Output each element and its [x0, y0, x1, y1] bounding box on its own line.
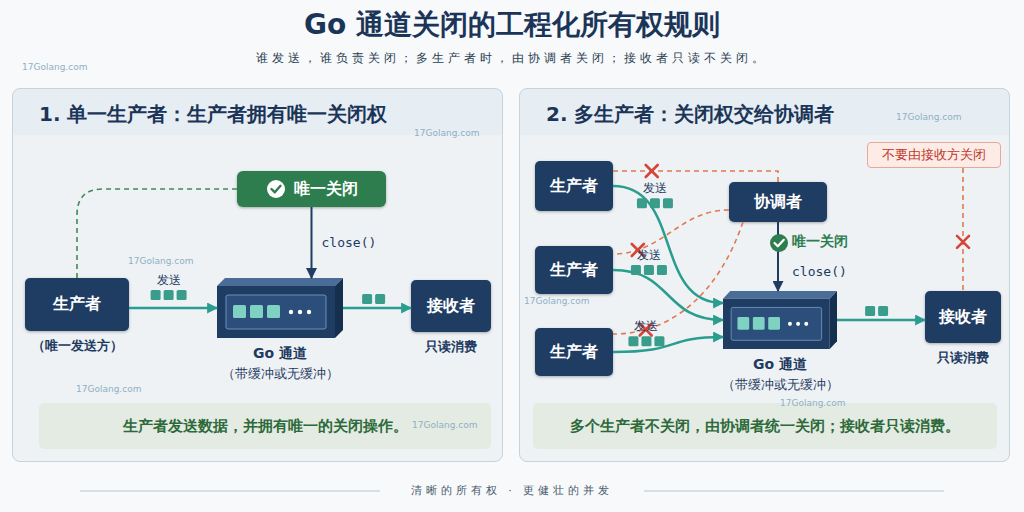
- connector: [343, 307, 411, 310]
- watermark: 17Golang.com: [76, 384, 141, 394]
- channel-name: Go 通道: [253, 345, 307, 363]
- panel: 2. 多生产者：关闭权交给协调者不要由接收方关闭生产者协调者生产者生产者Go 通…: [519, 88, 1010, 462]
- data-token: [657, 265, 667, 275]
- box-note: 只读消费: [937, 349, 989, 367]
- channel-note: （带缓冲或无缓冲）: [222, 365, 339, 383]
- warning-box: 不要由接收方关闭: [867, 142, 1001, 168]
- edge-label: close(): [792, 264, 847, 279]
- producer-box: 生产者: [535, 161, 613, 211]
- channel-shape: [723, 291, 837, 349]
- data-token: [641, 336, 651, 346]
- data-token: [865, 306, 875, 316]
- data-token: [375, 294, 385, 304]
- cross-mark: [646, 165, 658, 177]
- box-note: （唯一发送方）: [32, 337, 123, 355]
- data-token: [654, 336, 664, 346]
- channel-note: （带缓冲或无缓冲）: [722, 376, 839, 394]
- title: Go 通道关闭的工程化所有权规则: [0, 6, 1024, 44]
- connector: [837, 319, 925, 322]
- edge-label: 发送: [157, 272, 181, 289]
- coordinator-box: 协调者: [729, 182, 827, 222]
- box-label: 生产者: [550, 260, 598, 281]
- edge-label: 发送: [634, 318, 658, 335]
- data-token: [177, 290, 187, 300]
- box-label: 唯一关闭: [294, 179, 358, 200]
- check-icon: [266, 179, 286, 199]
- data-token: [151, 290, 161, 300]
- close-note: 唯一关闭: [792, 233, 848, 251]
- channel-shape: [217, 278, 343, 338]
- watermark: 17Golang.com: [412, 420, 477, 430]
- box-label: 生产者: [550, 342, 598, 363]
- receiver-box: 接收者只读消费: [925, 291, 1001, 343]
- connector: [962, 168, 964, 291]
- receiver-box: 接收者只读消费: [411, 280, 491, 332]
- warning-text: 不要由接收方关闭: [882, 146, 986, 164]
- close-badge: 唯一关闭: [237, 171, 386, 207]
- data-token: [644, 265, 654, 275]
- footer-caption: 清晰的所有权 · 更健壮的并发: [0, 483, 1024, 498]
- data-token: [878, 306, 888, 316]
- connector: [613, 171, 778, 182]
- connector: [777, 222, 779, 291]
- note-box: 多个生产者不关闭，由协调者统一关闭；接收者只读消费。: [533, 403, 997, 449]
- box-label: 协调者: [754, 192, 802, 213]
- footer-rule: [644, 491, 944, 492]
- producer-box: 生产者: [535, 328, 613, 376]
- connector: [613, 270, 723, 320]
- cross-mark: [957, 236, 969, 248]
- connector: [613, 210, 729, 254]
- watermark: 17Golang.com: [22, 62, 87, 72]
- data-token: [637, 198, 647, 208]
- producer-box: 生产者: [535, 246, 613, 294]
- panel-heading: 1. 单一生产者：生产者拥有唯一关闭权: [39, 101, 387, 128]
- edge-label: close(): [322, 235, 377, 250]
- data-token: [663, 198, 673, 208]
- connector: [129, 307, 217, 310]
- note-text: 多个生产者不关闭，由协调者统一关闭；接收者只读消费。: [570, 417, 960, 436]
- panel: 1. 单一生产者：生产者拥有唯一关闭权唯一关闭生产者（唯一发送方）Go 通道（带…: [12, 88, 503, 462]
- footer-rule: [80, 491, 380, 492]
- box-label: 生产者: [550, 176, 598, 197]
- note-text: 生产者发送数据，并拥有唯一的关闭操作。: [123, 417, 408, 436]
- channel-box: Go 通道（带缓冲或无缓冲）: [723, 291, 837, 349]
- connector: [311, 207, 313, 278]
- connector: [613, 186, 723, 303]
- box-label: 生产者: [53, 294, 101, 315]
- watermark: 17Golang.com: [414, 128, 479, 138]
- watermark: 17Golang.com: [780, 398, 845, 408]
- edge-label: 发送: [643, 180, 667, 197]
- edge-label: 发送: [637, 247, 661, 264]
- watermark: 17Golang.com: [896, 112, 961, 122]
- watermark: 17Golang.com: [128, 256, 193, 266]
- box-label: 接收者: [939, 307, 987, 328]
- box-note: 只读消费: [425, 338, 477, 356]
- data-token: [650, 198, 660, 208]
- channel-box: Go 通道（带缓冲或无缓冲）: [217, 278, 343, 338]
- box-label: 接收者: [427, 296, 475, 317]
- connector: [77, 189, 237, 278]
- connector: [613, 222, 743, 334]
- data-token: [631, 265, 641, 275]
- data-token: [628, 336, 638, 346]
- producer-box: 生产者（唯一发送方）: [25, 278, 129, 331]
- watermark: 17Golang.com: [524, 296, 589, 306]
- channel-name: Go 通道: [753, 356, 807, 374]
- data-token: [362, 294, 372, 304]
- subtitle: 谁发送，谁负责关闭；多生产者时，由协调者关闭；接收者只读不关闭。: [0, 50, 1024, 67]
- panel-heading: 2. 多生产者：关闭权交给协调者: [546, 101, 834, 128]
- data-token: [164, 290, 174, 300]
- connector: [613, 337, 723, 352]
